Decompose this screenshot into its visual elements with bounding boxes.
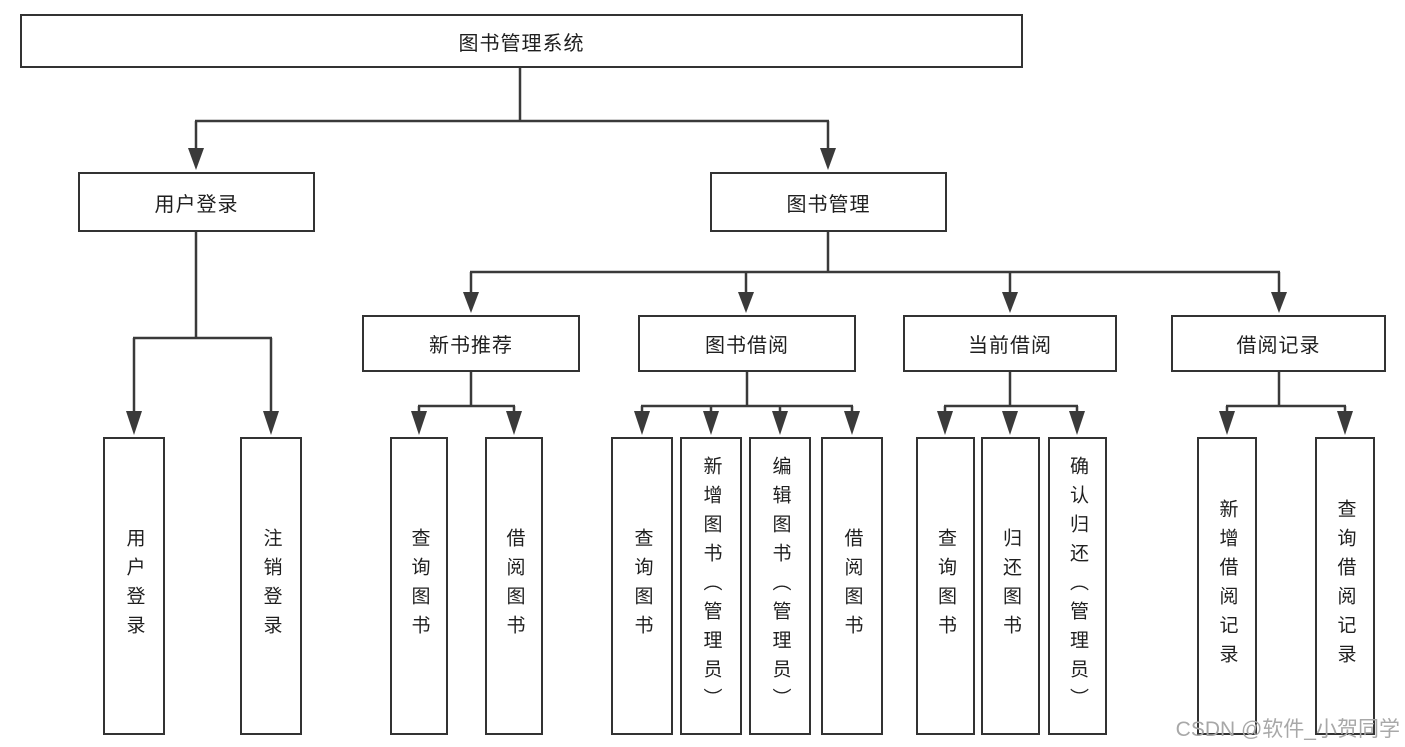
leaf-query-books-borrow: 查询图书	[611, 437, 673, 735]
leaf-confirm-return-admin: 确认归还（管理员）	[1048, 437, 1107, 735]
leaf-user-login: 用户登录	[103, 437, 165, 735]
leaf-label: 查询图书	[408, 528, 430, 644]
leaf-label: 确认归还（管理员）	[1067, 455, 1088, 717]
leaf-add-borrow-record: 新增借阅记录	[1197, 437, 1257, 735]
node-label: 图书借阅	[705, 335, 789, 357]
node-user-login: 用户登录	[78, 172, 315, 232]
leaf-label: 借阅图书	[503, 528, 525, 644]
node-book-management: 图书管理	[710, 172, 947, 232]
node-book-borrow: 图书借阅	[638, 315, 856, 372]
node-label: 图书管理系统	[458, 32, 585, 55]
leaf-borrow-books-recommend: 借阅图书	[485, 437, 543, 735]
node-current-borrow: 当前借阅	[903, 315, 1117, 372]
node-label: 借阅记录	[1236, 335, 1321, 357]
leaf-label: 新增借阅记录	[1216, 499, 1238, 673]
leaf-label: 新增图书（管理员）	[700, 455, 722, 717]
node-label: 当前借阅	[968, 335, 1052, 357]
csdn-watermark: CSDN @软件_小贺同学	[1175, 718, 1400, 741]
leaf-label: 借阅图书	[841, 528, 863, 644]
leaf-query-books-recommend: 查询图书	[390, 437, 448, 735]
leaf-logout: 注销登录	[240, 437, 302, 735]
leaf-return-books: 归还图书	[981, 437, 1040, 735]
leaf-label: 查询图书	[935, 528, 956, 644]
node-label: 新书推荐	[429, 335, 513, 357]
node-borrow-records: 借阅记录	[1171, 315, 1386, 372]
leaf-label: 注销登录	[260, 528, 282, 644]
leaf-edit-books-admin: 编辑图书（管理员）	[749, 437, 811, 735]
leaf-query-books-current: 查询图书	[916, 437, 975, 735]
leaf-query-borrow-record: 查询借阅记录	[1315, 437, 1375, 735]
leaf-label: 用户登录	[123, 528, 145, 644]
node-new-book-recommend: 新书推荐	[362, 315, 580, 372]
leaf-label: 查询图书	[631, 528, 653, 644]
leaf-label: 查询借阅记录	[1334, 499, 1356, 673]
leaf-borrow-books: 借阅图书	[821, 437, 883, 735]
leaf-label: 归还图书	[1000, 528, 1021, 644]
node-library-management-system: 图书管理系统	[20, 14, 1023, 68]
leaf-label: 编辑图书（管理员）	[769, 455, 791, 717]
node-label: 图书管理	[786, 193, 871, 216]
arrowheads	[126, 148, 1353, 435]
leaf-add-books-admin: 新增图书（管理员）	[680, 437, 742, 735]
node-label: 用户登录	[154, 193, 239, 216]
